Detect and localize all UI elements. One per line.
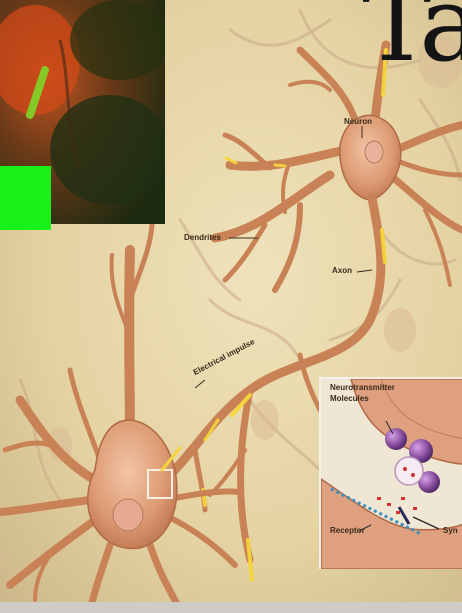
label-neuron: Neuron bbox=[344, 117, 372, 126]
upper-neuron-nucleus bbox=[365, 141, 383, 163]
slide-title-fragment: Ta bbox=[362, 0, 462, 76]
label-dendrites: Dendrites bbox=[184, 233, 221, 242]
lower-neuron-nucleus bbox=[113, 499, 143, 531]
label-neurotransmitter: Neurotransmitter bbox=[330, 383, 395, 392]
label-synapse: Syn bbox=[443, 526, 458, 535]
label-axon: Axon bbox=[332, 266, 352, 275]
slide-bottom-edge bbox=[0, 602, 462, 613]
green-marker-square bbox=[0, 166, 51, 230]
label-receptor: Receptor bbox=[330, 526, 365, 535]
synapse-inset bbox=[319, 377, 462, 569]
label-molecules: Molecules bbox=[330, 394, 369, 403]
